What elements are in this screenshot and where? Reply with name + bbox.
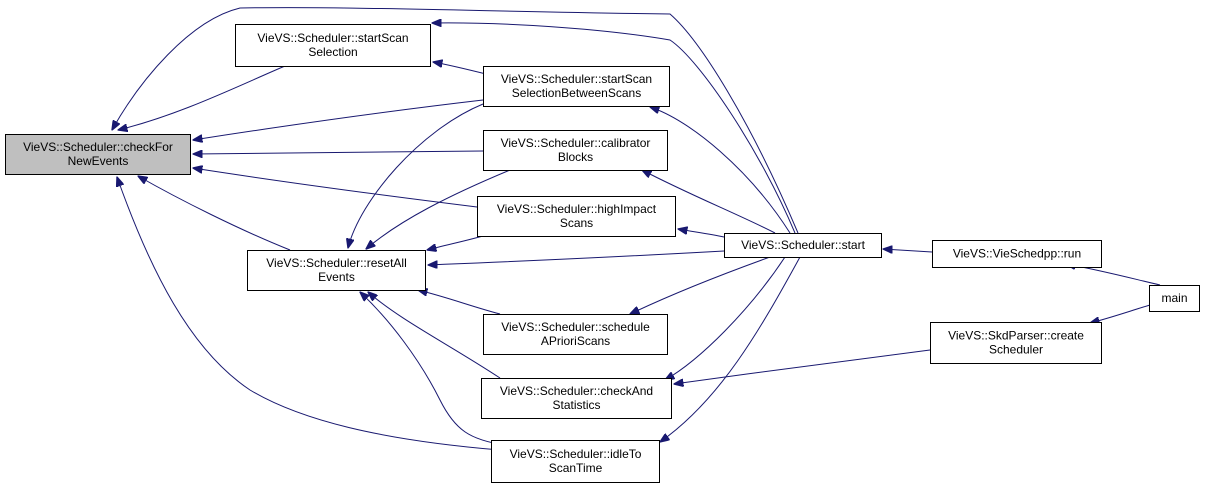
- edge-startScanSelectionBetweenScans-to-checkForNewEvents: [193, 99, 484, 140]
- node-box: [5, 134, 191, 175]
- node-box: [247, 250, 426, 291]
- node-label-line: main: [1161, 291, 1187, 305]
- edge-start-to-resetAllEvents: [428, 250, 725, 265]
- node-box: [483, 314, 668, 355]
- node-label-line: NewEvents: [68, 154, 129, 168]
- node-label-line: VieVS::Scheduler::schedule: [501, 320, 650, 334]
- node-label-line: VieVS::VieSchedpp::run: [953, 247, 1081, 261]
- edge-checkAndStatistics-to-resetAllEvents: [368, 292, 501, 379]
- edge-run-to-start: [883, 249, 933, 252]
- node-label-line: Statistics: [552, 398, 600, 412]
- node-label-line: VieVS::Scheduler::checkFor: [23, 140, 173, 154]
- node-label-line: Events: [318, 270, 355, 284]
- edge-calibratorBlocks-to-resetAllEvents: [366, 169, 511, 249]
- node-box: [930, 322, 1102, 364]
- edge-highImpactScans-to-checkForNewEvents: [193, 168, 478, 208]
- edge-startScanSelection-to-checkForNewEvents: [118, 65, 286, 130]
- edge-startScanSelectionBetweenScans-to-resetAllEvents: [348, 103, 484, 248]
- node-label-line: Selection: [308, 45, 357, 59]
- edge-start-to-highImpactScans: [678, 229, 725, 238]
- node-label-line: VieVS::SkdParser::create: [948, 329, 1084, 343]
- edge-start-to-checkForNewEvents: [112, 7, 799, 234]
- node-box: [1149, 285, 1200, 312]
- edge-createScheduler-to-checkAndStatistics: [674, 349, 931, 384]
- edge-idleToScanTime-to-resetAllEvents: [360, 292, 506, 446]
- node-label-line: APrioriScans: [541, 334, 610, 348]
- edge-resetAllEvents-to-checkForNewEvents: [138, 176, 291, 251]
- edge-start-to-idleToScanTime: [660, 256, 801, 442]
- edge-start-to-calibratorBlocks: [642, 170, 776, 234]
- node-box: [481, 378, 672, 419]
- node-label-line: ScanTime: [549, 461, 603, 475]
- node-label-line: VieVS::Scheduler::idleTo: [510, 447, 642, 461]
- edge-start-to-scheduleAPrioriScans: [630, 256, 771, 314]
- node-label-line: VieVS::Scheduler::checkAnd: [500, 384, 653, 398]
- node-box: [235, 24, 431, 67]
- edge-startScanSelectionBetweenScans-to-startScanSelection: [433, 62, 491, 76]
- node-box: [724, 233, 882, 258]
- edge-start-to-startScanSelectionBetweenScans: [650, 107, 791, 234]
- node-label-line: VieVS::Scheduler::highImpact: [497, 202, 657, 216]
- nodes-layer: VieVS::Scheduler::checkForNewEventsVieVS…: [5, 24, 1200, 483]
- node-start[interactable]: VieVS::Scheduler::start: [724, 233, 882, 258]
- node-label-line: VieVS::Scheduler::calibrator: [501, 136, 651, 150]
- node-box: [477, 196, 676, 237]
- edge-start-to-checkAndStatistics: [665, 256, 786, 380]
- node-startScanSelectionBetweenScans[interactable]: VieVS::Scheduler::startScanSelectionBetw…: [483, 66, 670, 107]
- node-run[interactable]: VieVS::VieSchedpp::run: [932, 240, 1102, 268]
- edge-scheduleAPrioriScans-to-resetAllEvents: [418, 290, 501, 315]
- node-label-line: VieVS::Scheduler::startScan: [257, 31, 408, 45]
- edge-idleToScanTime-to-checkForNewEvents: [117, 177, 501, 451]
- node-box: [483, 66, 670, 107]
- node-label-line: VieVS::Scheduler::resetAll: [266, 256, 407, 270]
- node-label-line: SelectionBetweenScans: [512, 86, 641, 100]
- node-label-line: VieVS::Scheduler::start: [741, 238, 866, 252]
- edge-calibratorBlocks-to-checkForNewEvents: [193, 151, 484, 154]
- node-label-line: Blocks: [558, 150, 593, 164]
- edge-main-to-createScheduler: [1090, 304, 1151, 323]
- node-box: [491, 440, 660, 483]
- node-label-line: Scheduler: [989, 343, 1043, 357]
- node-main[interactable]: main: [1149, 285, 1200, 312]
- node-box: [483, 130, 668, 171]
- edges-layer: [112, 7, 1161, 451]
- node-label-line: Scans: [560, 216, 593, 230]
- node-box: [932, 240, 1102, 268]
- edge-start-to-startScanSelection: [432, 23, 796, 234]
- node-label-line: VieVS::Scheduler::startScan: [501, 72, 652, 86]
